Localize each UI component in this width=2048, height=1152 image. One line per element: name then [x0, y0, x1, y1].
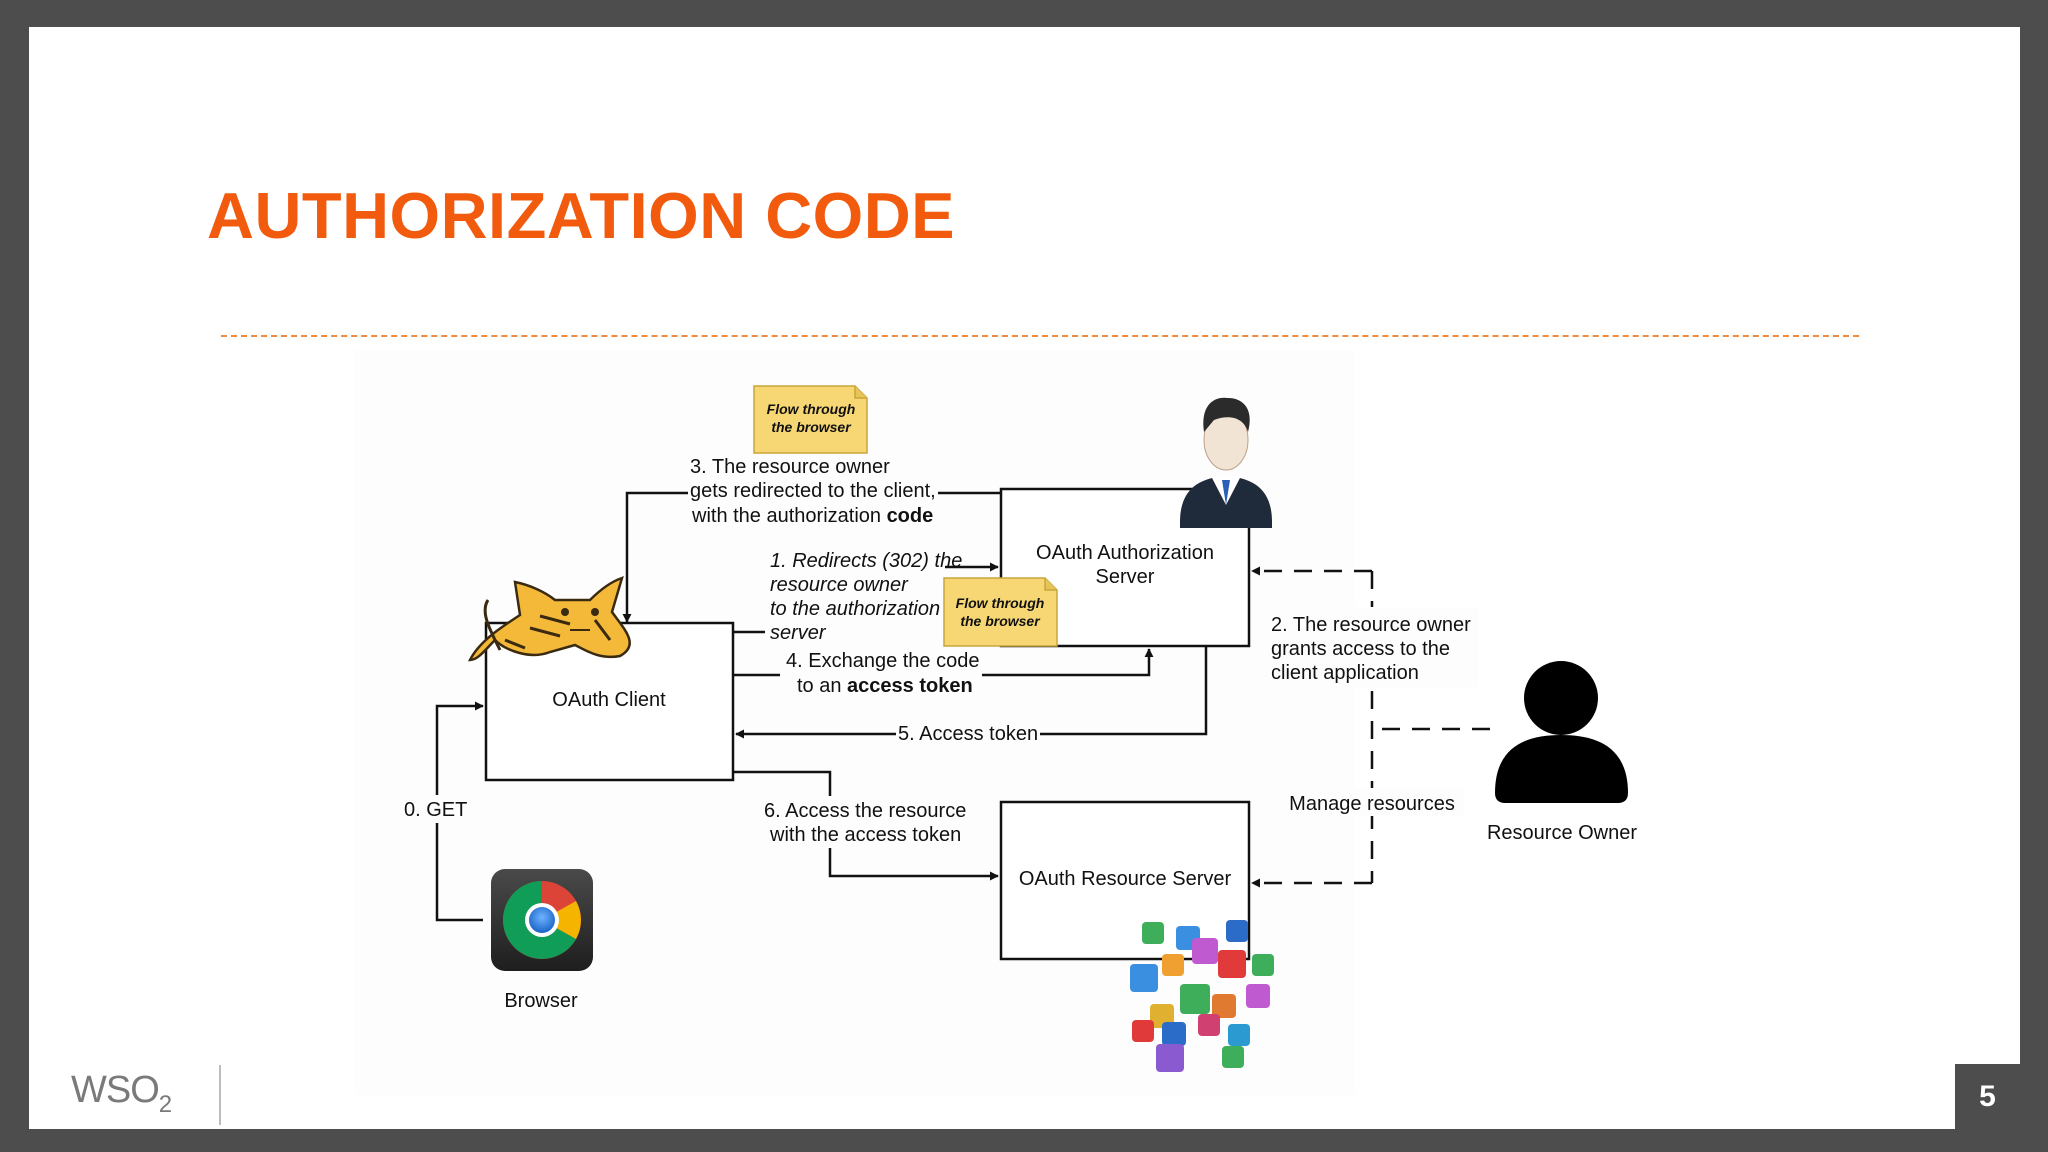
manage-label-mask [1284, 788, 1464, 816]
businessman-icon [1180, 397, 1272, 528]
step3-arrow [622, 491, 688, 623]
step4-label-mask [780, 648, 982, 700]
flow-note-middle-line2: the browser [960, 613, 1041, 629]
step1-label-line1: 1. Redirects (302) the [770, 550, 962, 572]
wso2-logo-sub: 2 [158, 1091, 172, 1118]
step4-label-access-token: access token [847, 675, 973, 697]
step2-label-line1: 2. The resource owner [1271, 614, 1471, 636]
step3-label-line3: with the authorization code [691, 505, 933, 527]
flow-note-top-line1: Flow through [767, 401, 856, 417]
step5-label-mask [896, 720, 1040, 748]
logo-divider [219, 1065, 221, 1125]
step2-label-line2: grants access to the [1271, 638, 1450, 660]
step2-label-line3: client application [1271, 662, 1419, 684]
user-silhouette-icon [1495, 661, 1628, 803]
flow-note-middle-line1: Flow through [956, 595, 1045, 611]
manage-resources-label: Manage resources [1289, 793, 1455, 815]
resource-server-label: OAuth Resource Server [1019, 868, 1232, 890]
chrome-icon [491, 869, 593, 971]
step5-label: 5. Access token [898, 723, 1038, 745]
step6-label-line2: with the access token [769, 824, 961, 846]
step4-label-line1: 4. Exchange the code [786, 650, 979, 672]
step1-label-line4: server [770, 622, 827, 644]
step6-label-mask [760, 796, 975, 848]
auth-server-label-line2: Server [1096, 566, 1155, 588]
step1-label-mask [765, 542, 945, 644]
browser-label: Browser [504, 990, 578, 1012]
slide-title: AUTHORIZATION CODE [207, 179, 956, 252]
apps-cluster-icon [1130, 920, 1274, 1072]
resource-owner-label: Resource Owner [1487, 822, 1637, 844]
step3-label-line2: gets redirected to the client, [690, 480, 936, 502]
wso2-logo: WSO2 [71, 1069, 172, 1118]
step6-label-line1: 6. Access the resource [764, 800, 966, 822]
auth-server-label-line1: OAuth Authorization [1036, 542, 1214, 564]
step4-label-line2-text: to an [797, 675, 847, 697]
step5-arrow [735, 646, 1208, 739]
title-divider [221, 335, 1859, 337]
tomcat-cat-icon [467, 576, 631, 662]
resource-server-box [999, 800, 1251, 961]
flow-note-top-line2: the browser [771, 419, 852, 435]
step3-label-line1: 3. The resource owner [690, 456, 890, 478]
step0-label: 0. GET [404, 799, 467, 821]
page-number: 5 [1955, 1064, 2020, 1129]
step0-label-mask [398, 795, 478, 823]
flow-note-middle: Flow through the browser [943, 577, 1058, 647]
oauth-client-label: OAuth Client [552, 689, 666, 711]
step1-label-line3: to the authorization [770, 598, 940, 620]
step4-label-line2: to an access token [797, 675, 973, 697]
flow-note-top: Flow through the browser [753, 385, 868, 454]
slide: AUTHORIZATION CODE OAuth Client OAuth Au… [29, 27, 2020, 1129]
step2-label-mask [1268, 607, 1478, 687]
wso2-logo-text: WSO [71, 1069, 160, 1111]
step1-label-line2: resource owner [770, 574, 909, 596]
step3-label-code: code [887, 505, 934, 527]
step3-label-line3-text: with the authorization [691, 505, 887, 527]
oauth-flow-diagram: OAuth Client OAuth Authorization Server … [355, 350, 1637, 1095]
